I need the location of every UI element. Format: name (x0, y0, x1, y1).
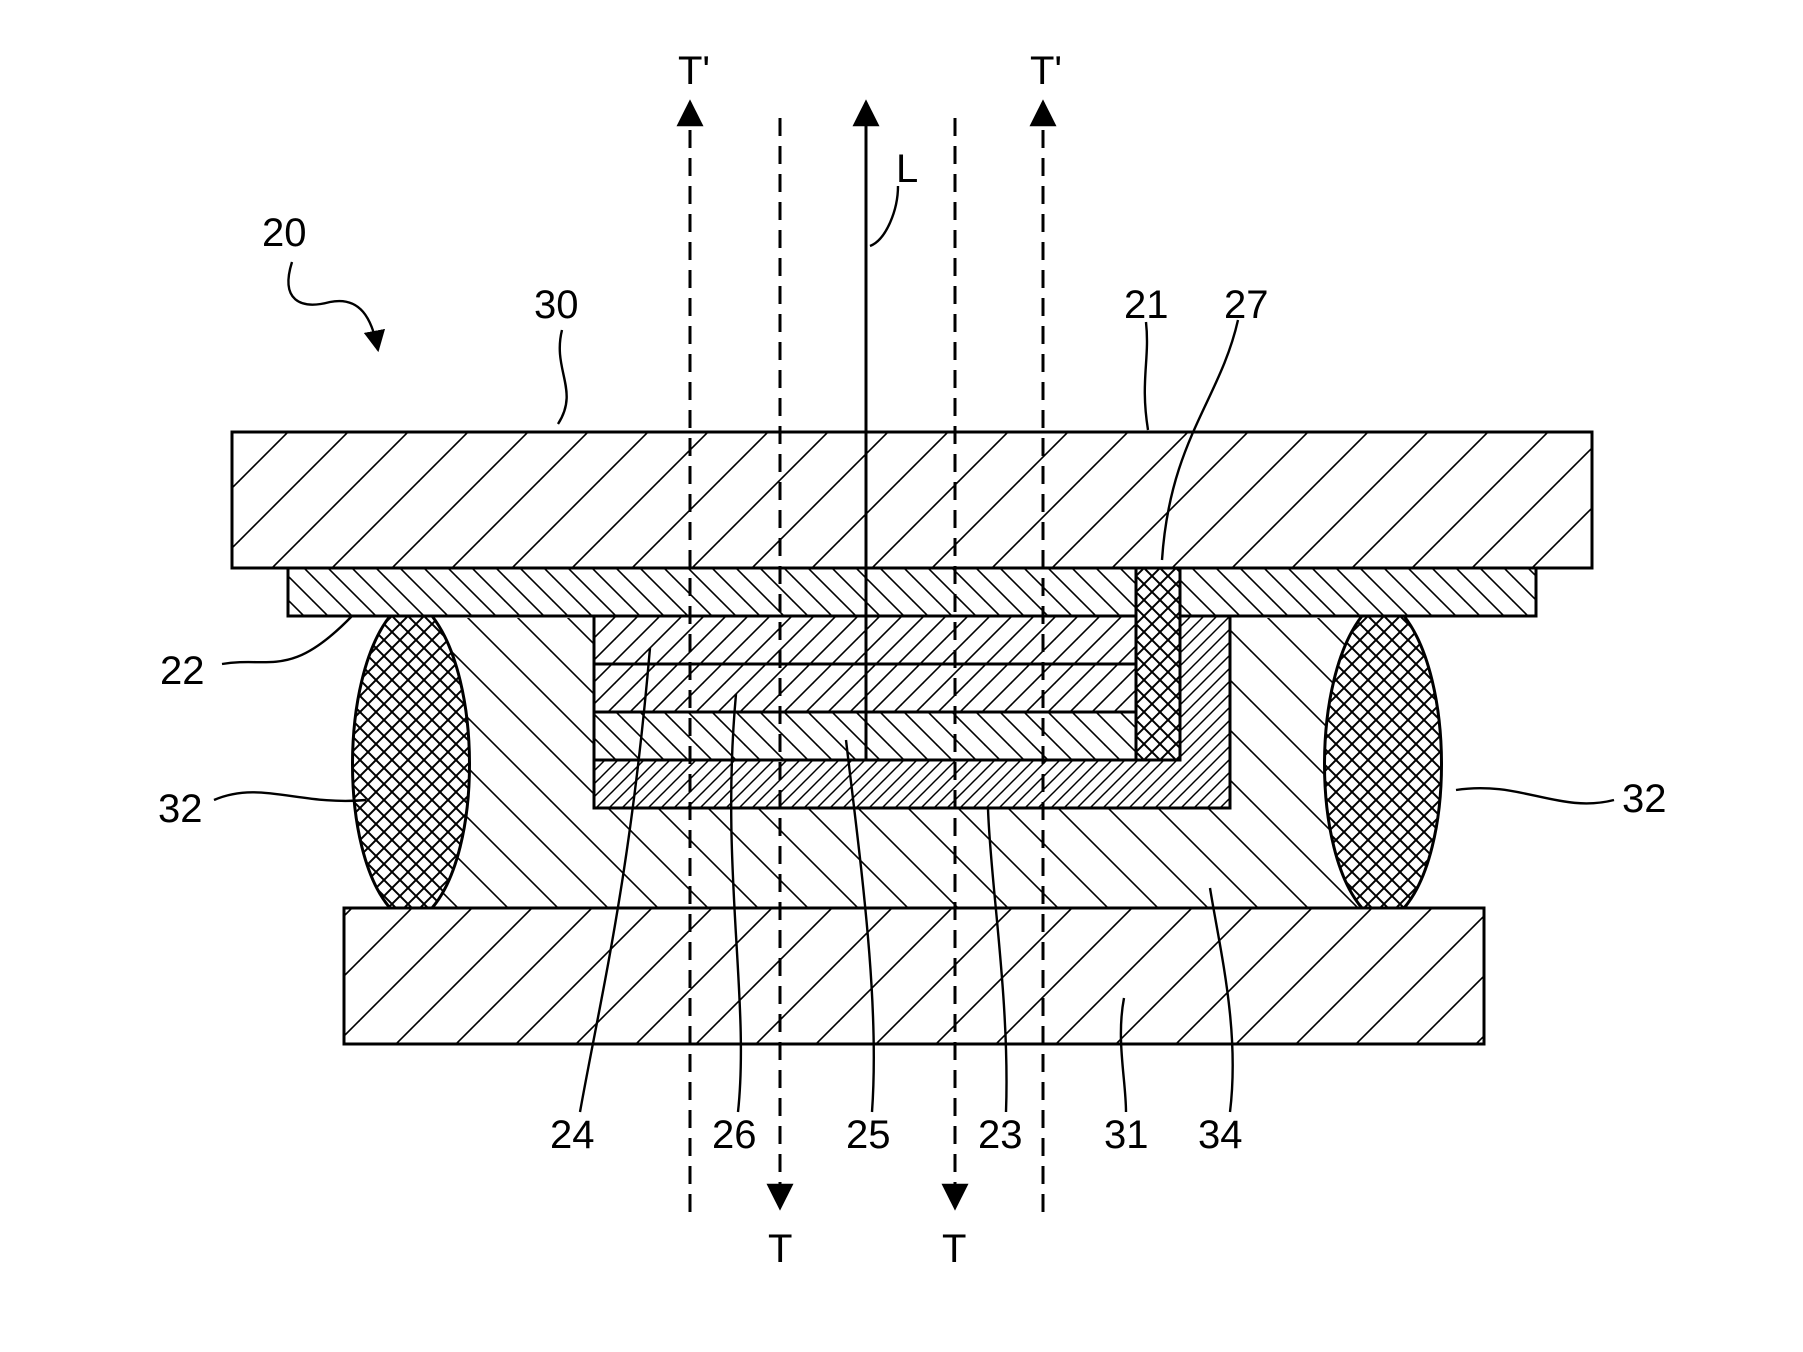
label-24: 24 (550, 1113, 595, 1157)
label-beam-out-right: T' (1030, 49, 1062, 93)
label-27: 27 (1224, 283, 1269, 327)
label-34: 34 (1198, 1113, 1243, 1157)
label-30: 30 (534, 283, 579, 327)
label-25: 25 (846, 1113, 891, 1157)
top-substrate-30 (232, 432, 1592, 568)
spacer-32-left (353, 616, 470, 908)
label-32-right: 32 (1622, 777, 1667, 821)
label-beam-out-left: T' (678, 49, 710, 93)
leader-22 (222, 616, 352, 664)
leader-21 (1145, 322, 1148, 430)
leader-L (870, 186, 898, 246)
leader-32-right (1456, 788, 1614, 803)
label-22: 22 (160, 649, 205, 693)
label-26: 26 (712, 1113, 757, 1157)
label-32-left: 32 (158, 787, 203, 831)
leader-32-left (214, 792, 366, 801)
spacer-32-right (1325, 616, 1442, 908)
label-23: 23 (978, 1113, 1023, 1157)
bottom-substrate-31 (344, 908, 1484, 1044)
label-20: 20 (262, 211, 307, 255)
leader-20 (288, 262, 378, 350)
label-beam-in-right: T (942, 1227, 966, 1271)
label-L: L (896, 147, 918, 191)
label-21: 21 (1124, 283, 1169, 327)
contact-27 (1136, 568, 1180, 760)
leader-30 (558, 330, 567, 424)
label-beam-in-left: T (768, 1227, 792, 1271)
label-31: 31 (1104, 1113, 1149, 1157)
